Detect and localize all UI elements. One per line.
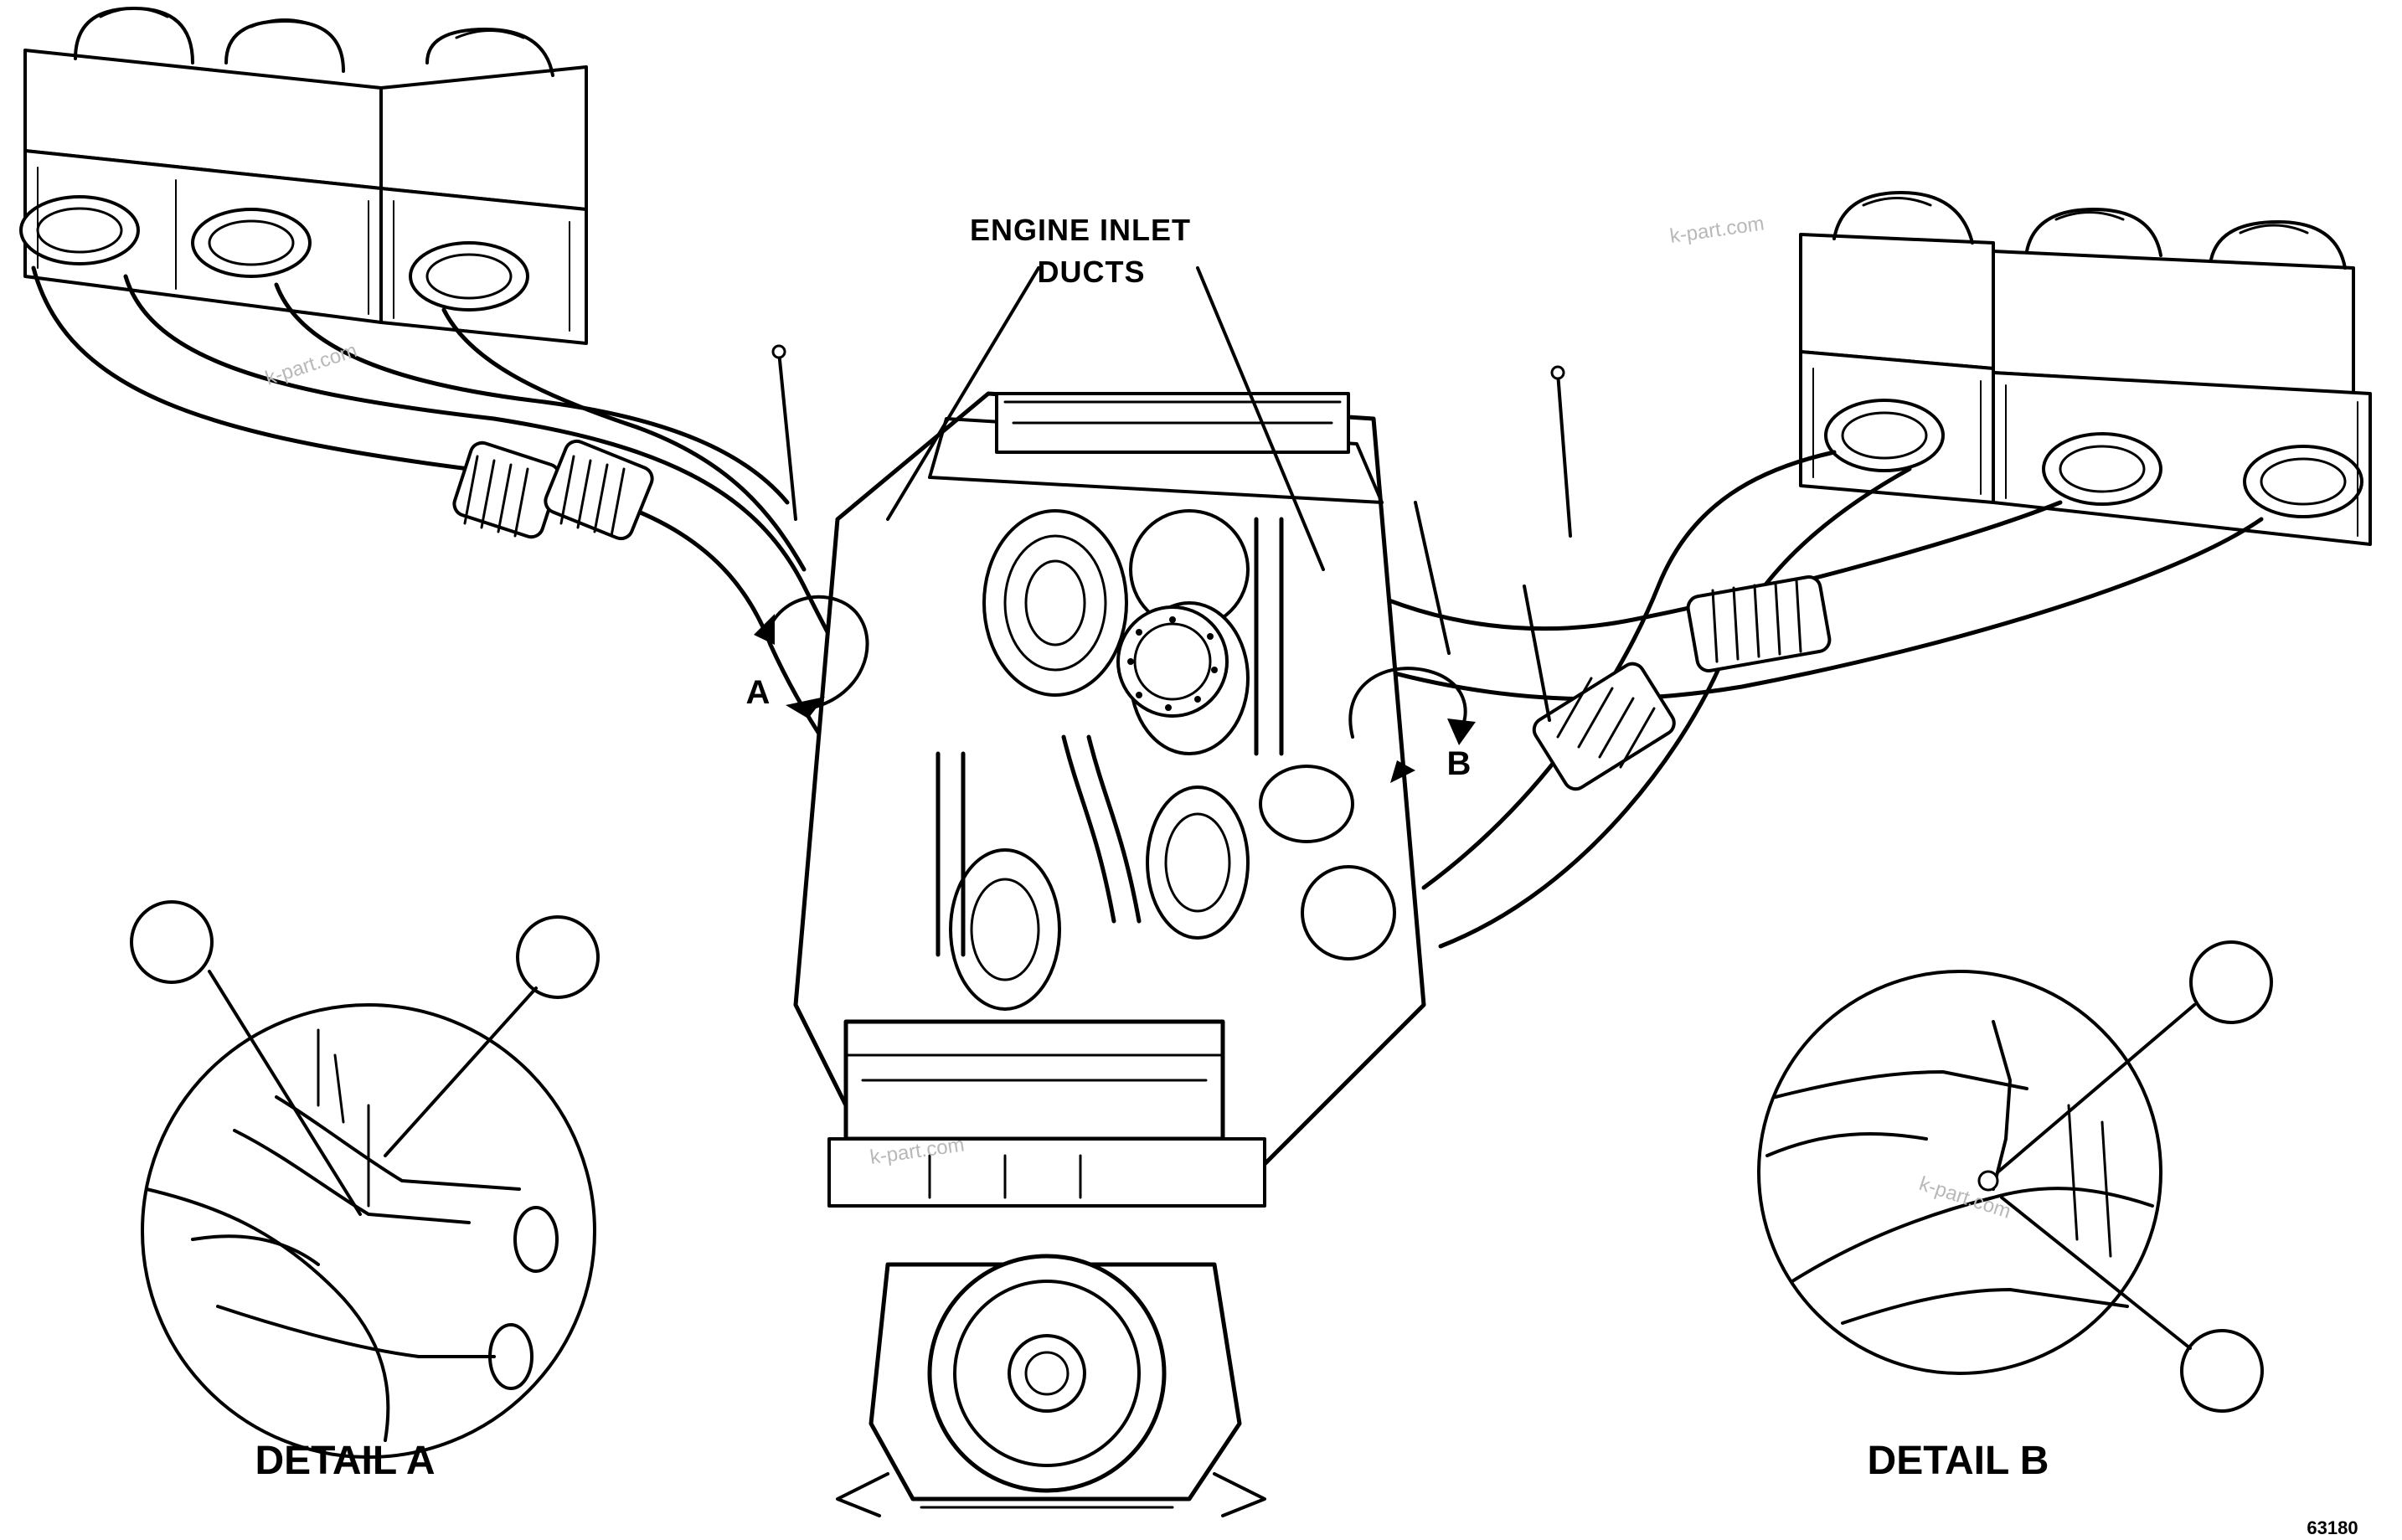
view-b-label: B [1447, 745, 1472, 782]
view-b-rotation-arrow[interactable] [1348, 667, 1476, 783]
figure-number: 63180 [2307, 1517, 2358, 1538]
left-inlet-duct [31, 265, 932, 848]
right-inlet-duct [1354, 450, 2264, 949]
engine-block [793, 391, 1426, 1208]
watermark-text: k-part.com [263, 339, 360, 390]
detail-b-view [1757, 940, 2273, 1413]
engine-inlet-label-line1: ENGINE INLET [970, 213, 1191, 247]
detail-a-view [130, 900, 600, 1459]
left-duct-bellows [452, 439, 654, 541]
view-a-label: A [746, 674, 771, 711]
engine-inlet-leaders [886, 266, 1325, 571]
detail-b-title: DETAIL B [1868, 1439, 2049, 1483]
right-duct-bellows [1532, 575, 1832, 791]
engine-inlet-label-line2: DUCTS [1038, 255, 1146, 289]
right-air-cleaner-assembly [1799, 191, 2372, 546]
left-air-cleaner-assembly [19, 7, 588, 345]
view-a-rotation-arrow[interactable] [754, 595, 869, 718]
flange-bolt-circle [1127, 616, 1218, 711]
detail-a-title: DETAIL A [255, 1439, 435, 1483]
flywheel-housing [836, 1254, 1266, 1517]
watermark-text: k-part.com [1668, 212, 1765, 248]
support-rods [771, 344, 1572, 722]
